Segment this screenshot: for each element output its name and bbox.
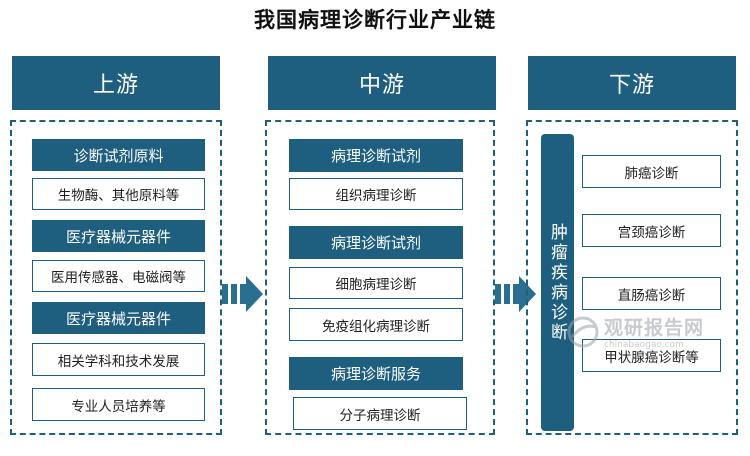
page-title: 我国病理诊断行业产业链 <box>254 7 496 32</box>
watermark-cn: 观研报告网 <box>604 317 705 339</box>
midstream-item-5: 免疫组化病理诊断 <box>289 308 463 341</box>
downstream-item-4: 甲状腺癌诊断等 <box>582 339 721 372</box>
upstream-item-1: 诊断试剂原料 <box>32 139 205 171</box>
upstream-item-7: 专业人员培养等 <box>32 388 205 421</box>
watermark: 观研报告网 chinabaogao.com <box>566 313 704 350</box>
midstream-item-6: 病理诊断服务 <box>289 357 463 390</box>
downstream-item-3: 直肠癌诊断 <box>582 277 721 310</box>
downstream-frame <box>526 120 738 435</box>
flow-arrow-icon <box>222 276 263 312</box>
downstream-item-2: 宫颈癌诊断 <box>582 214 721 247</box>
watermark-logo-icon <box>567 316 599 347</box>
midstream-frame <box>265 120 495 435</box>
upstream-item-5: 医疗器械元器件 <box>32 302 205 334</box>
watermark-en: chinabaogao.com <box>604 340 684 350</box>
upstream-item-2: 生物酶、其他原料等 <box>32 178 205 210</box>
midstream-item-4: 细胞病理诊断 <box>289 267 463 299</box>
midstream-item-3: 病理诊断试剂 <box>289 226 463 259</box>
upstream-item-6: 相关学科和技术发展 <box>32 343 205 376</box>
midstream-header: 中游 <box>268 56 496 110</box>
upstream-header: 上游 <box>12 56 220 110</box>
midstream-item-7: 分子病理诊断 <box>293 397 467 430</box>
flow-arrow-icon <box>495 276 536 312</box>
upstream-item-3: 医疗器械元器件 <box>32 220 205 252</box>
downstream-header: 下游 <box>528 56 736 110</box>
upstream-frame <box>10 120 222 435</box>
midstream-item-1: 病理诊断试剂 <box>289 139 463 172</box>
side-label-text: 肿瘤疾病诊断 <box>547 222 567 343</box>
upstream-item-4: 医用传感器、电磁阀等 <box>32 260 205 292</box>
midstream-item-2: 组织病理诊断 <box>289 178 463 210</box>
tumor-disease-diagnosis-label: 肿瘤疾病诊断 <box>541 134 574 431</box>
downstream-item-1: 肺癌诊断 <box>582 155 721 188</box>
